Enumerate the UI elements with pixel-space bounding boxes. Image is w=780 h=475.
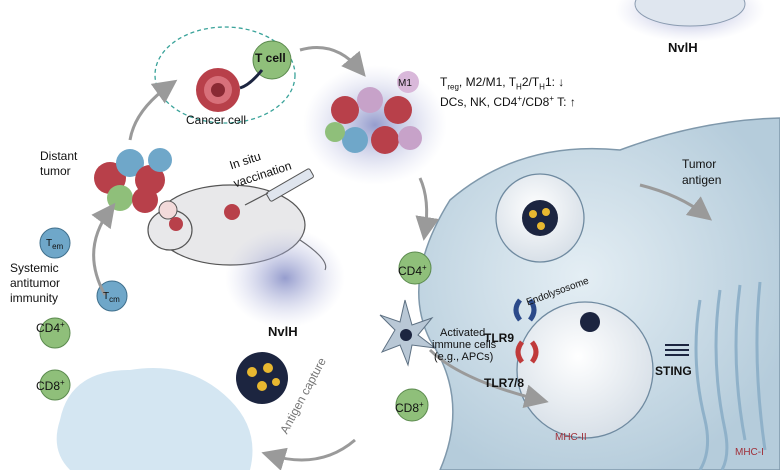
systemic-label-1: Systemic [10,261,59,275]
nvlh-mid-cluster [225,228,345,328]
tumor-center-cells [325,71,422,154]
tcm-label: Tcm [103,291,120,304]
activated-label-1: Activated [440,327,486,339]
tcm-cell [96,280,128,312]
cycle-arrows [91,46,713,471]
lymph-node [56,368,253,470]
sting-receptor [665,344,689,356]
t-cell-label: T cell [255,51,286,65]
tem-label: Tem [46,238,64,251]
distant-tumor-label-2: tumor [40,164,71,178]
inset-ellipse [154,26,296,124]
cd8-cell-right [395,388,429,422]
tlr9-label: TLR9 [484,331,514,345]
cd8-cell-left [39,369,71,401]
tem-cell [39,227,71,259]
distant-tumor-label-1: Distant [40,149,78,163]
tlr9-receptor [513,298,537,322]
t-cell-shape [252,40,292,80]
systemic-label-3: immunity [10,291,59,305]
nvlh-top-label: NvlH [668,40,698,55]
tumor-antigen-label-2: antigen [682,173,722,187]
nanoparticle-small [580,312,600,332]
effect-line-2: DCs, NK, CD4+/CD8+ T: ↑ [440,94,576,109]
nvlh-mid-label: NvlH [268,324,298,339]
activated-apc-shape [379,299,437,367]
syringe-shape [244,168,314,206]
systemic-label-2: antitumor [10,276,61,290]
activated-label-2: immune cells [432,339,497,351]
cd4-label-right: CD4+ [398,263,427,278]
nanoparticle-large [236,352,288,404]
mhc2-label: MHC-II [555,432,587,443]
cd8-label-right: CD8+ [395,400,424,415]
sting-label: STING [655,364,692,378]
cd4-cell-left [39,317,71,349]
distant-tumor-cells [94,148,172,213]
cd8-label-left: CD8+ [36,378,65,393]
effect-line-1: Treg, M2/M1, TH2/TH1: ↓ [440,75,565,92]
activated-label-3: (e.g., APCs) [434,351,494,363]
endolysosome-lower [516,301,654,439]
tlr78-label: TLR7/8 [484,376,525,390]
cancer-cell-label: Cancer cell [186,113,247,127]
tumor-glow-center [303,65,447,185]
cd4-cell-right [398,251,432,285]
m1-label: M1 [398,78,412,89]
tumor-antigen-label-1: Tumor [682,157,717,171]
cd4-label-left: CD4+ [36,320,65,335]
tlr78-receptor [515,340,539,364]
er-membranes [694,281,767,471]
cancer-cell-shape [196,68,240,112]
nanoparticle-endosome [522,200,558,236]
mhc1-label: MHC-I [735,447,764,458]
